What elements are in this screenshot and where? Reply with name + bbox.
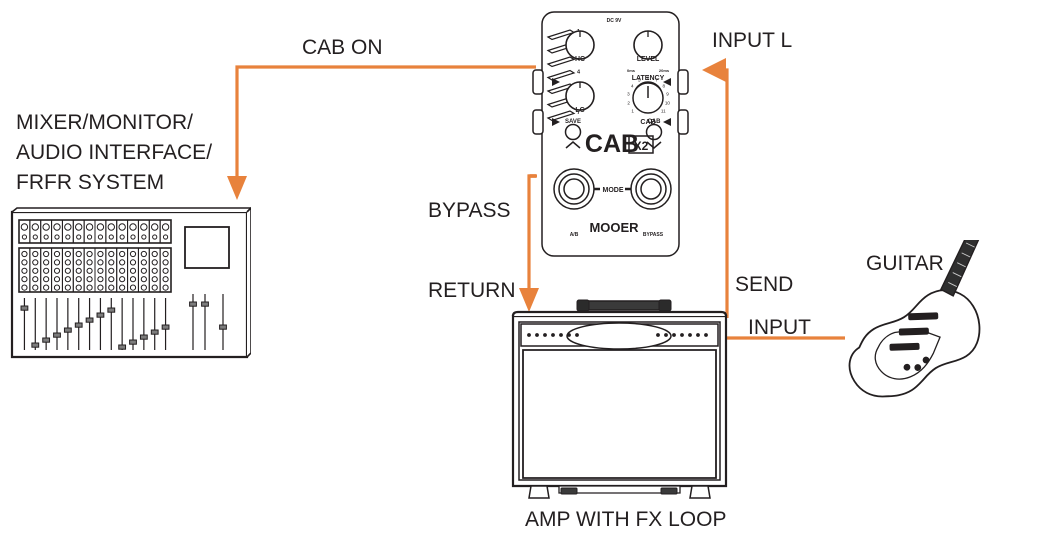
arrowhead-input-l — [702, 58, 726, 82]
svg-text:5: 5 — [638, 78, 641, 83]
svg-text:11: 11 — [661, 108, 666, 113]
svg-text:10: 10 — [665, 100, 671, 105]
arrowhead-cab-on — [227, 176, 247, 200]
svg-text:SAVE: SAVE — [565, 119, 581, 125]
mixer-title-line-2: AUDIO INTERFACE/ — [16, 141, 213, 164]
svg-text:1: 1 — [631, 108, 634, 113]
svg-text:3: 3 — [627, 91, 630, 96]
svg-text:MODE: MODE — [603, 187, 624, 194]
cable-bypass-return — [527, 174, 537, 290]
svg-text:CAB: CAB — [585, 130, 639, 158]
label-return: RETURN — [428, 279, 516, 302]
cable-input-l — [722, 68, 729, 318]
svg-text:DC 9V: DC 9V — [607, 18, 622, 24]
svg-text:BYPASS: BYPASS — [643, 232, 664, 238]
label-send: SEND — [735, 273, 794, 296]
amp-graphic — [511, 299, 728, 499]
svg-text:7: 7 — [577, 110, 580, 116]
guitar-graphic — [848, 240, 984, 398]
svg-text:A/B: A/B — [570, 232, 579, 238]
svg-text:X2: X2 — [634, 139, 649, 153]
svg-text:LATENCY: LATENCY — [632, 75, 665, 82]
svg-text:9: 9 — [666, 91, 669, 96]
svg-text:2: 2 — [627, 100, 630, 105]
svg-text:LEVEL: LEVEL — [637, 56, 660, 63]
svg-text:20ms: 20ms — [659, 68, 670, 73]
label-input: INPUT — [748, 316, 811, 339]
svg-text:HC: HC — [575, 56, 585, 63]
svg-text:MOOER: MOOER — [589, 220, 639, 235]
label-amp-caption: AMP WITH FX LOOP — [525, 508, 727, 531]
svg-text:7: 7 — [655, 78, 658, 83]
svg-text:CAB: CAB — [648, 119, 662, 125]
svg-text:6: 6 — [647, 76, 650, 81]
mixer-title-line-3: FRFR SYSTEM — [16, 171, 165, 194]
cable-cab-on — [235, 65, 536, 178]
label-bypass: BYPASS — [428, 199, 511, 222]
pedal-graphic: .pl { fill:none; stroke:#231f20; stroke-… — [532, 11, 689, 257]
svg-text:0ms: 0ms — [627, 68, 636, 73]
arrowhead-return — [519, 288, 539, 312]
mixer-title-line-1: MIXER/MONITOR/ — [16, 111, 193, 134]
svg-text:4: 4 — [577, 70, 581, 76]
mixer-title: MIXER/MONITOR/ AUDIO INTERFACE/ FRFR SYS… — [16, 108, 212, 198]
svg-text:CAB: CAB — [640, 119, 655, 126]
svg-text:LC: LC — [575, 107, 584, 114]
label-cab-on: CAB ON — [302, 36, 383, 59]
label-input-l: INPUT L — [712, 29, 793, 52]
label-guitar: GUITAR — [866, 252, 944, 275]
svg-text:8: 8 — [662, 83, 665, 88]
mixer-graphic — [10, 206, 251, 359]
svg-text:4: 4 — [631, 83, 634, 88]
